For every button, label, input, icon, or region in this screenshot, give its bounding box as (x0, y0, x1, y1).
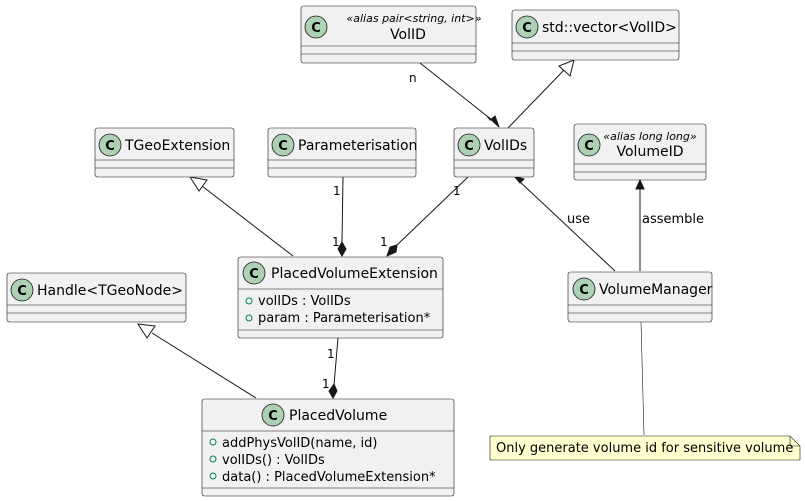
class-member: volIDs : VolIDs (258, 294, 351, 309)
edge-vm-volids-use: use (512, 175, 616, 272)
edge-volid-volids: n (409, 62, 500, 128)
class-badge-letter: C (278, 139, 288, 154)
note: Only generate volume id for sensitive vo… (489, 435, 801, 461)
edge-volids-vector (507, 59, 575, 129)
public-visibility-icon (209, 455, 217, 463)
class-placedvolumeextension[interactable]: C PlacedVolumeExtension volIDs : VolIDs … (237, 256, 444, 339)
edge-pv-handle (137, 323, 257, 399)
edge-pve-pv: 1 1 (322, 337, 339, 400)
class-volumeid[interactable]: C «alias long long» VolumeID (573, 123, 707, 181)
label-use: use (567, 212, 590, 227)
class-badge-icon (261, 403, 285, 427)
class-badge-letter: C (249, 267, 259, 282)
public-visibility-icon (209, 438, 217, 446)
class-name: std::vector<VolID> (542, 20, 677, 36)
mult-volids-src: 1 (453, 184, 461, 198)
mult-volid-n: n (409, 71, 417, 85)
mult-pve-dst: 1 (322, 377, 330, 391)
class-badge-icon (577, 133, 601, 157)
label-assemble: assemble (642, 212, 704, 227)
mult-param-dst: 1 (332, 235, 340, 249)
class-name: TGeoExtension (124, 138, 230, 154)
class-badge-icon (304, 15, 328, 39)
class-placedvolume[interactable]: C PlacedVolume addPhysVolID(name, id) vo… (201, 398, 455, 497)
class-badge-letter: C (17, 284, 27, 299)
class-volids[interactable]: C VolIDs (453, 127, 535, 178)
public-visibility-icon (209, 472, 217, 480)
class-member: addPhysVolID(name, id) (222, 436, 377, 451)
class-stereotype: «alias long long» (603, 130, 697, 143)
class-name: VolumeManager (599, 282, 713, 298)
class-vector[interactable]: C std::vector<VolID> (511, 9, 680, 61)
class-badge-letter: C (584, 139, 594, 154)
mult-param-src: 1 (333, 184, 341, 198)
class-badge-icon (242, 261, 266, 285)
class-badge-letter: C (579, 283, 589, 298)
class-badge-icon (98, 133, 122, 157)
class-badge-icon (515, 15, 539, 39)
class-badge-letter: C (522, 21, 532, 36)
public-visibility-icon (245, 314, 253, 322)
class-name: VolIDs (484, 138, 527, 154)
public-visibility-icon (245, 297, 253, 305)
class-name: VolID (390, 27, 426, 43)
edge-param-pve: 1 1 (332, 176, 347, 258)
class-badge-letter: C (464, 139, 474, 154)
class-badge-icon (271, 133, 295, 157)
class-stereotype: «alias pair<string, int>» (346, 12, 481, 25)
class-name: Parameterisation (298, 138, 417, 154)
class-volumemanager[interactable]: C VolumeManager (567, 271, 713, 323)
class-volid[interactable]: C «alias pair<string, int>» VolID (300, 5, 482, 64)
class-member: data() : PlacedVolumeExtension* (222, 470, 436, 485)
class-badge-letter: C (105, 139, 115, 154)
mult-pve-src: 1 (327, 347, 335, 361)
edge-volids-pve: 1 1 (380, 176, 469, 257)
class-member: volIDs() : VolIDs (222, 453, 325, 468)
class-name: Handle<TGeoNode> (37, 283, 183, 299)
class-handle-tgeonode[interactable]: C Handle<TGeoNode> (6, 272, 187, 323)
class-tgeoextension[interactable]: C TGeoExtension (94, 127, 235, 178)
class-member: param : Parameterisation* (258, 311, 431, 326)
class-name: PlacedVolumeExtension (271, 266, 438, 282)
mult-volids-dst: 1 (380, 235, 388, 249)
edge-vm-volumeid-assemble: assemble (635, 178, 704, 271)
class-badge-letter: C (268, 409, 278, 424)
class-badge-icon (572, 277, 596, 301)
note-text: Only generate volume id for sensitive vo… (496, 441, 793, 456)
note-connector (640, 321, 645, 436)
edge-pve-tgeoext (188, 176, 294, 257)
class-badge-letter: C (311, 21, 321, 36)
class-name: VolumeID (617, 144, 684, 160)
class-badge-icon (10, 278, 34, 302)
class-parameterisation[interactable]: C Parameterisation (267, 127, 417, 178)
class-badge-icon (457, 133, 481, 157)
class-name: PlacedVolume (289, 408, 387, 424)
